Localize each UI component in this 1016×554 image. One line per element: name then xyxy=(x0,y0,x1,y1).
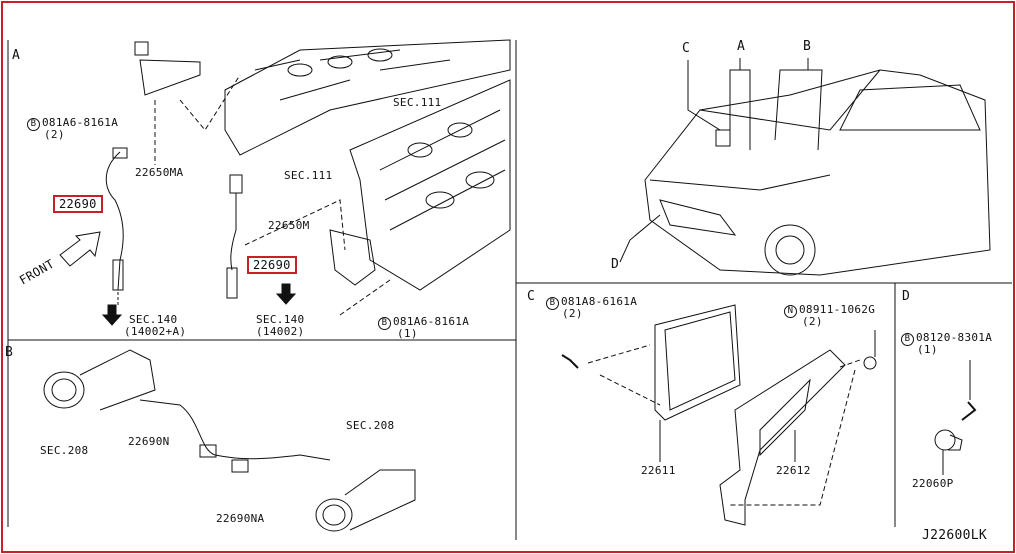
bolt-b-icon: B xyxy=(378,317,391,330)
part-22690-left-highlighted[interactable]: 22690 xyxy=(53,195,103,213)
part-22690-right-highlighted[interactable]: 22690 xyxy=(247,256,297,274)
sec-140-right-ref: (14002) xyxy=(256,325,305,338)
vehicle-callout-a[interactable]: A xyxy=(737,39,746,54)
arrows-down xyxy=(101,283,297,326)
part-22611[interactable]: 22611 xyxy=(641,464,676,477)
bolt-b-icon: B xyxy=(901,333,914,346)
part-22612[interactable]: 22612 xyxy=(776,464,811,477)
part-number: 081A6-8161A xyxy=(393,315,470,328)
bracket-22650M xyxy=(244,199,391,316)
quantity: (1) xyxy=(917,343,938,356)
vehicle-callout-lines xyxy=(619,58,823,263)
sec-140-right[interactable]: SEC.140 xyxy=(256,313,305,326)
cylinder-head-upper xyxy=(224,39,511,156)
panel-dividers xyxy=(7,40,1012,540)
sec-140-left-ref: (14002+A) xyxy=(124,325,187,338)
part-22650MA[interactable]: 22650MA xyxy=(135,166,184,179)
bracket-22650MA xyxy=(134,41,241,165)
section-b-label: B xyxy=(5,345,14,360)
sensor-right-wire xyxy=(226,174,243,299)
nut-n-icon: N xyxy=(784,305,797,318)
sec-111-upper[interactable]: SEC.111 xyxy=(393,96,442,109)
quantity: (2) xyxy=(562,307,583,320)
part-22690NA[interactable]: 22690NA xyxy=(216,512,265,525)
part-number: 081A6-8161A xyxy=(42,116,119,129)
front-arrow xyxy=(59,231,101,267)
vehicle-callout-c[interactable]: C xyxy=(682,41,691,56)
bracket-22612 xyxy=(719,349,877,526)
part-22060P[interactable]: 22060P xyxy=(912,477,954,490)
part-number: 08120-8301A xyxy=(916,331,993,344)
diagram-id: J22600LK xyxy=(922,528,988,543)
sec-140-left[interactable]: SEC.140 xyxy=(129,313,178,326)
knock-sensor-22060P xyxy=(934,360,977,475)
cylinder-head-lower xyxy=(349,79,511,291)
part-22650M[interactable]: 22650M xyxy=(268,219,310,232)
part-22690N[interactable]: 22690N xyxy=(128,435,170,448)
section-a-label: A xyxy=(12,48,21,63)
sensor-left-wire xyxy=(105,147,128,305)
section-c-label: C xyxy=(527,289,536,304)
quantity: (2) xyxy=(44,128,65,141)
quantity: (2) xyxy=(802,315,823,328)
exhaust-right xyxy=(315,469,416,532)
vehicle-illustration xyxy=(644,69,991,276)
vehicle-callout-b[interactable]: B xyxy=(803,39,812,54)
sec-111-lower[interactable]: SEC.111 xyxy=(284,169,333,182)
ecm-module-22611 xyxy=(561,304,741,421)
vehicle-callout-d[interactable]: D xyxy=(611,257,620,272)
sec-208-right[interactable]: SEC.208 xyxy=(346,419,395,432)
section-d-label: D xyxy=(902,289,911,304)
sensor-b-wire xyxy=(139,399,331,473)
quantity: (1) xyxy=(397,327,418,340)
bolt-b-icon: B xyxy=(546,297,559,310)
part-number: 08911-1062G xyxy=(799,303,876,316)
exhaust-left xyxy=(43,349,156,411)
part-number: 081A8-6161A xyxy=(561,295,638,308)
bolt-b-icon: B xyxy=(27,118,40,131)
leader-lines-c xyxy=(659,330,876,462)
sec-208-left[interactable]: SEC.208 xyxy=(40,444,89,457)
